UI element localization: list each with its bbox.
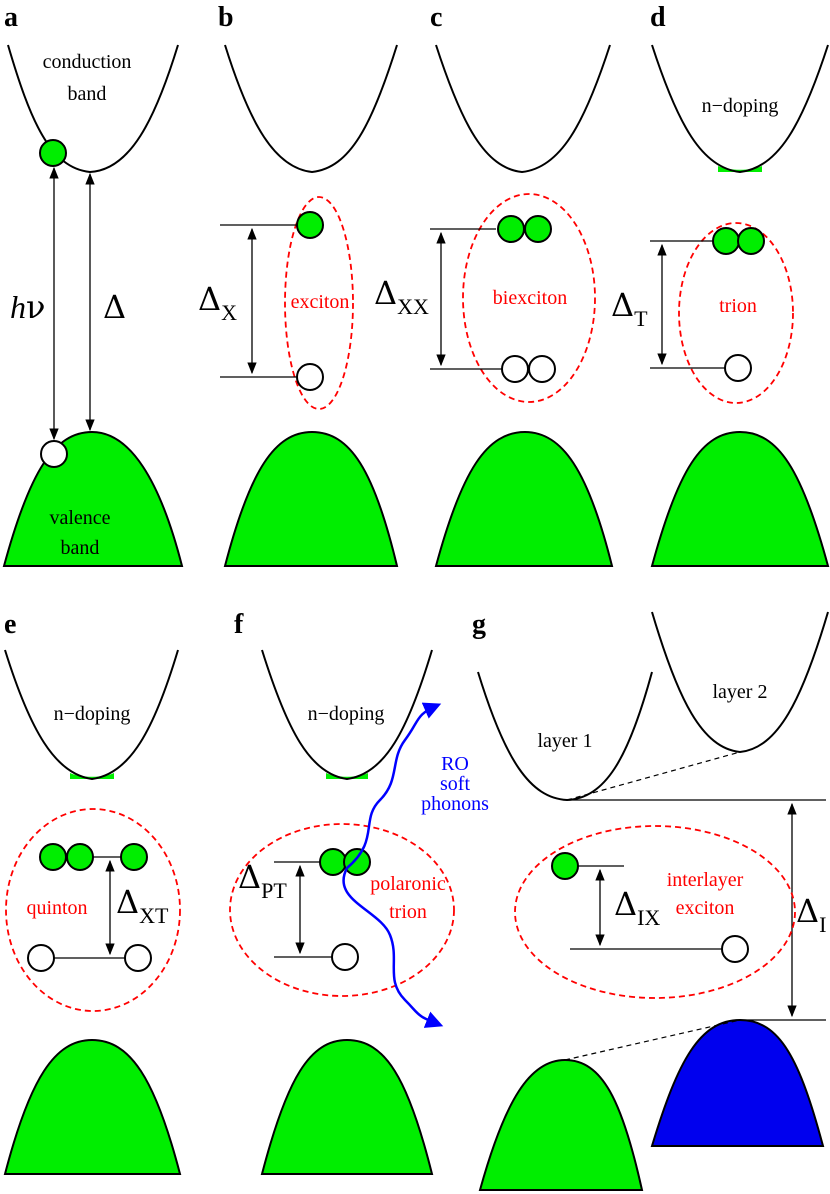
valence-band-d: [650, 430, 830, 567]
electron-b: [296, 211, 324, 239]
phonon-wave-up: [346, 702, 442, 869]
phonon-wave-down: [342, 867, 444, 1028]
panel-c: c ΔXX biexciton: [374, 2, 614, 567]
delta-label-b: ΔX: [198, 280, 237, 325]
electron-g: [551, 852, 579, 880]
doping-fill-e: [70, 773, 114, 779]
panel-label-d: d: [650, 2, 666, 33]
hnu-label: hν: [10, 288, 45, 326]
panel-f: f ΔPT n−doping polaronic trion RO soft p…: [229, 609, 489, 1175]
vb-offset-line: [564, 1019, 741, 1061]
exciton-label: exciton: [291, 291, 350, 313]
electron-c-1: [497, 215, 525, 243]
panel-label-f: f: [234, 609, 244, 640]
conduction-band-d: [651, 44, 829, 174]
trion-label: trion: [719, 295, 757, 317]
electron-d-2: [737, 227, 765, 255]
interlayer-label: interlayer: [667, 869, 744, 891]
panel-a: a conduction band valence band hν Δ: [2, 2, 184, 567]
delta-label-c: ΔXX: [374, 274, 429, 319]
trion-label-f: trion: [389, 901, 427, 923]
phonons-label: phonons: [421, 793, 489, 815]
hole-c-1: [501, 355, 529, 383]
electron-f-1: [319, 848, 347, 876]
valence-band-c: [434, 430, 614, 567]
delta-label-d: ΔT: [611, 286, 648, 331]
hole-e-2: [124, 944, 152, 972]
delta-label-a: Δ: [103, 288, 126, 326]
valence-band-layer1: [478, 1058, 644, 1191]
quinton-label: quinton: [26, 897, 87, 919]
electron-f-2: [343, 848, 371, 876]
conduction-band-c: [435, 44, 611, 174]
panel-e: e ΔXT n−doping quinton: [3, 609, 182, 1175]
panel-label-g: g: [472, 609, 486, 640]
ro-label: RO: [441, 753, 469, 775]
layer1-label: layer 1: [538, 730, 593, 752]
hole-f: [331, 943, 359, 971]
delta-ix-label: ΔIX: [614, 885, 660, 930]
electron-e-1: [39, 843, 67, 871]
panel-d: d ΔT n−doping trion: [611, 2, 830, 567]
conduction-band-label: band: [68, 83, 107, 105]
interlayer-exciton-ellipse: [514, 825, 796, 999]
polaronic-trion-ellipse: [229, 823, 455, 997]
electron-c-2: [524, 215, 552, 243]
hole-e-1: [27, 944, 55, 972]
conduction-band-a: [7, 44, 179, 174]
valence-band-label: band: [61, 537, 100, 559]
hole-b: [296, 363, 324, 391]
conduction-band-f: [261, 649, 433, 781]
panel-label-b: b: [218, 2, 234, 33]
valence-label: valence: [49, 507, 110, 529]
hole-d: [724, 354, 752, 382]
biexciton-label: biexciton: [493, 287, 567, 309]
conduction-label: conduction: [43, 51, 132, 73]
panel-label-a: a: [4, 2, 18, 33]
electron-d-1: [712, 227, 740, 255]
delta-i-label: ΔI: [796, 892, 826, 937]
n-doping-label-f: n−doping: [308, 703, 385, 725]
cb-offset-line: [566, 751, 741, 801]
hole-g: [721, 935, 749, 963]
n-doping-label-d: n−doping: [702, 95, 779, 117]
electron-e-2: [66, 843, 94, 871]
exciton-label-g: exciton: [676, 897, 735, 919]
valence-band-e: [3, 1038, 182, 1175]
conduction-band-b: [224, 44, 398, 174]
layer2-label: layer 2: [713, 681, 768, 703]
valence-band-b: [223, 430, 399, 567]
hole-a: [40, 440, 68, 468]
conduction-band-e: [4, 649, 179, 781]
panel-label-e: e: [4, 609, 16, 640]
polaronic-label: polaronic: [370, 873, 446, 895]
hole-c-2: [528, 355, 556, 383]
panel-label-c: c: [430, 2, 442, 33]
exciton-ellipse: [284, 196, 354, 410]
delta-label-e: ΔXT: [116, 883, 169, 928]
delta-label-f: ΔPT: [238, 858, 287, 903]
valence-band-layer2: [650, 1018, 825, 1147]
conduction-band-layer2: [651, 611, 829, 754]
panel-b: b ΔX exciton: [198, 2, 399, 567]
panel-g: g layer 1 layer 2 ΔIX ΔI interlayer exci…: [472, 609, 829, 1191]
electron-e-3: [120, 843, 148, 871]
trion-ellipse: [678, 222, 794, 404]
quinton-ellipse: [5, 808, 181, 1012]
valence-band-f: [260, 1038, 434, 1175]
soft-label: soft: [440, 773, 470, 795]
biexciton-ellipse: [462, 193, 596, 403]
electron-a: [39, 139, 67, 167]
n-doping-label-e: n−doping: [54, 703, 131, 725]
